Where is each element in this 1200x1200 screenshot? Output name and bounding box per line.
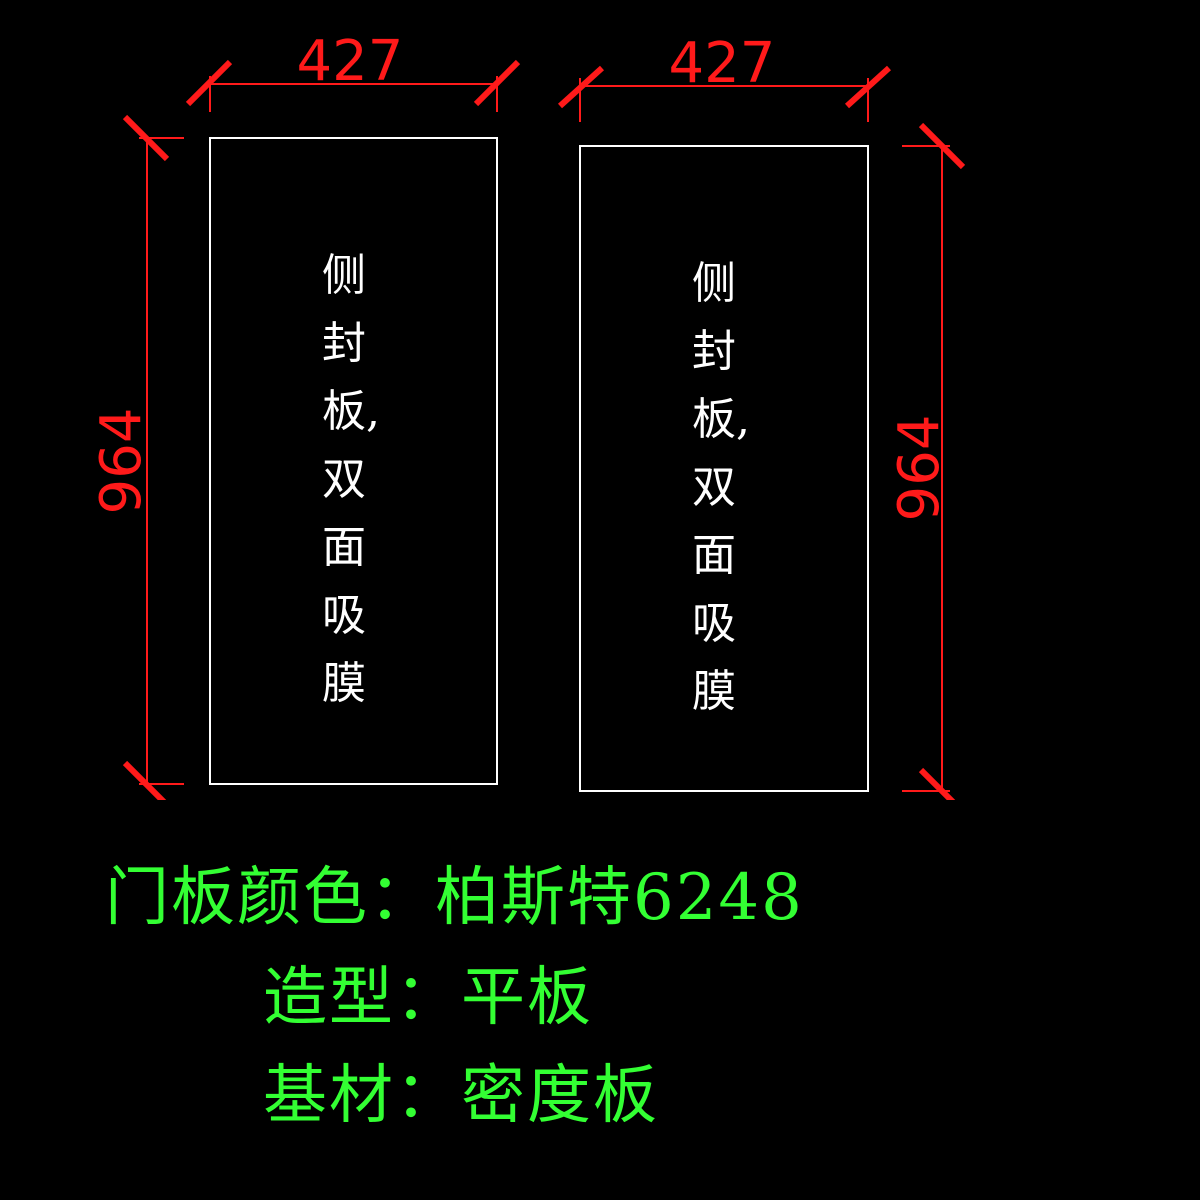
panel-1-width-dimension: 427 xyxy=(185,29,521,112)
panel-2-label-char: 封 xyxy=(692,326,736,377)
panel-2-label-char: 面 xyxy=(692,530,736,581)
panel-2-width-label: 427 xyxy=(669,31,776,96)
spec-style: 造型：平板 xyxy=(263,961,593,1035)
panel-2-label-char: 膜 xyxy=(692,666,736,717)
panel-1-height-dimension: 964 xyxy=(89,114,184,800)
panel-1-label-char: 双 xyxy=(322,454,366,505)
panel-2-height-label: 964 xyxy=(887,415,952,522)
panel-1-width-label: 427 xyxy=(297,29,404,94)
panel-2-label-char: 板, xyxy=(692,394,750,445)
panel-1-height-label: 964 xyxy=(89,408,154,515)
spec-material: 基材：密度板 xyxy=(263,1059,659,1133)
panel-2-outline xyxy=(579,145,869,792)
spec-door-color: 门板颜色：柏斯特6248 xyxy=(105,861,804,935)
cad-drawing: 427 964 侧 封 板, 双 面 吸 膜 427 xyxy=(89,29,966,800)
panel-2-height-dimension: 964 xyxy=(887,122,966,800)
panel-2-label-char: 吸 xyxy=(692,598,736,649)
panel-1-label-char: 封 xyxy=(322,318,366,369)
panel-1-label-char: 膜 xyxy=(322,658,366,709)
panel-1-label-char: 面 xyxy=(322,522,366,573)
panel-1-label-char: 侧 xyxy=(322,250,366,301)
panel-1-label-char: 板, xyxy=(322,386,380,437)
panel-1-label: 侧 封 板, 双 面 吸 膜 xyxy=(322,250,380,709)
panel-2-label-char: 侧 xyxy=(692,258,736,309)
panel-2-width-dimension: 427 xyxy=(557,31,892,122)
panel-2-label-char: 双 xyxy=(692,462,736,513)
panel-1-label-char: 吸 xyxy=(322,590,366,641)
panel-2-label: 侧 封 板, 双 面 吸 膜 xyxy=(692,258,750,717)
panel-1-outline xyxy=(209,137,498,785)
